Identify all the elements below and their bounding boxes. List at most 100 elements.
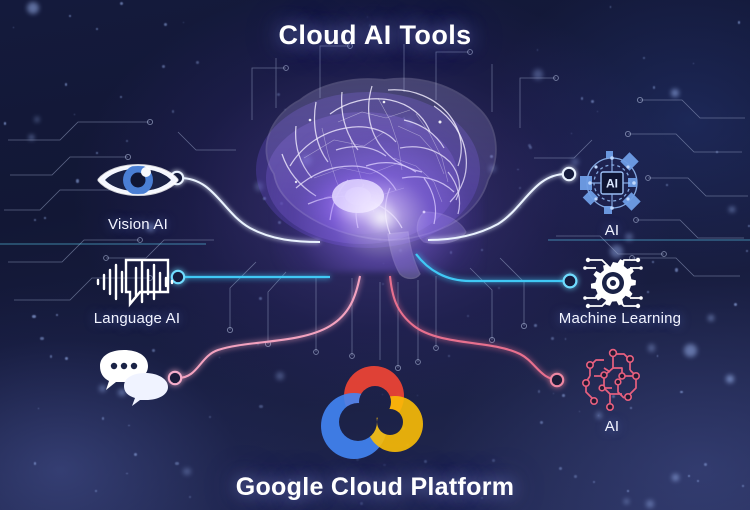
particle	[643, 56, 646, 60]
particle	[12, 27, 15, 29]
particle	[592, 480, 596, 484]
page-title: Cloud AI Tools	[278, 20, 472, 50]
particle	[665, 184, 668, 186]
particle	[680, 390, 683, 394]
particle	[40, 337, 44, 341]
particle	[145, 222, 155, 233]
particle	[161, 65, 165, 69]
particle	[182, 21, 185, 24]
node-label-vision-ai: Vision AI	[108, 216, 168, 233]
particle	[276, 372, 284, 380]
particle	[570, 158, 580, 167]
node-chat-ai[interactable]	[96, 348, 172, 411]
particle	[532, 69, 544, 80]
particle	[519, 187, 521, 190]
particle	[456, 479, 459, 482]
particle	[98, 384, 107, 392]
particle	[595, 412, 603, 419]
particle	[95, 151, 99, 155]
node-label-language-ai: Language AI	[93, 310, 181, 327]
particle	[696, 479, 700, 482]
particle	[267, 486, 271, 490]
ai-brain-visual	[238, 62, 520, 284]
particle	[311, 30, 315, 34]
particle	[29, 135, 34, 140]
google-cloud-logo[interactable]	[310, 364, 440, 464]
google-cloud-logo-mark	[321, 366, 423, 459]
eye-icon	[97, 164, 179, 196]
particle	[498, 287, 501, 290]
node-ai-chip[interactable]: AI	[578, 150, 646, 221]
chat-bubbles-icon	[100, 350, 168, 406]
particle	[259, 404, 263, 409]
particle	[519, 206, 522, 209]
particle	[574, 475, 578, 479]
particle	[44, 217, 46, 219]
particle	[460, 488, 463, 491]
particle	[432, 487, 435, 490]
particle	[684, 344, 697, 357]
particle	[692, 63, 695, 65]
particle	[517, 168, 519, 171]
particle	[747, 224, 750, 228]
particle	[118, 389, 126, 397]
particle	[623, 498, 630, 505]
particle	[34, 117, 40, 123]
particle	[208, 415, 211, 418]
particle	[630, 407, 633, 410]
brain-core-glow	[273, 122, 483, 272]
particle	[674, 268, 678, 272]
particle	[196, 61, 200, 65]
node-ai-circuit[interactable]	[580, 348, 646, 417]
particle	[627, 490, 629, 492]
particle	[552, 392, 554, 395]
particle	[550, 337, 554, 341]
footer-title: Google Cloud Platform	[235, 473, 515, 501]
particle	[562, 394, 565, 397]
particle	[491, 459, 495, 463]
particle	[448, 354, 451, 357]
particle	[591, 100, 595, 104]
particle	[367, 16, 369, 18]
particle	[65, 357, 69, 361]
particle	[95, 27, 98, 30]
particle	[26, 2, 40, 15]
particle	[534, 324, 537, 327]
particle	[670, 88, 679, 97]
particle	[651, 261, 654, 263]
particle	[3, 122, 7, 125]
particle	[568, 271, 572, 275]
node-vision-ai[interactable]	[92, 152, 184, 213]
particle	[383, 463, 386, 467]
particle	[580, 97, 584, 100]
particle	[259, 297, 263, 301]
particle	[579, 410, 581, 412]
particle	[672, 474, 679, 481]
node-language-ai[interactable]	[92, 256, 176, 313]
svg-text:AI: AI	[606, 177, 618, 191]
particle	[50, 355, 53, 358]
gear-circuit-icon	[583, 257, 643, 309]
particle	[382, 282, 385, 285]
node-machine-learning[interactable]	[582, 254, 644, 317]
particle	[254, 182, 264, 191]
particle	[688, 474, 691, 477]
particle	[126, 472, 128, 475]
node-label-ai-circuit: AI	[604, 418, 620, 435]
particle	[189, 496, 192, 499]
particle	[75, 179, 79, 183]
particle	[152, 349, 155, 352]
particle	[171, 110, 174, 113]
particle	[467, 315, 469, 317]
particle	[32, 314, 36, 319]
particle	[652, 86, 655, 89]
particle	[481, 496, 484, 499]
circuit-brain-icon	[581, 348, 640, 411]
particle	[33, 218, 36, 221]
particle	[537, 389, 541, 393]
particle	[276, 92, 281, 96]
particle	[69, 15, 72, 18]
